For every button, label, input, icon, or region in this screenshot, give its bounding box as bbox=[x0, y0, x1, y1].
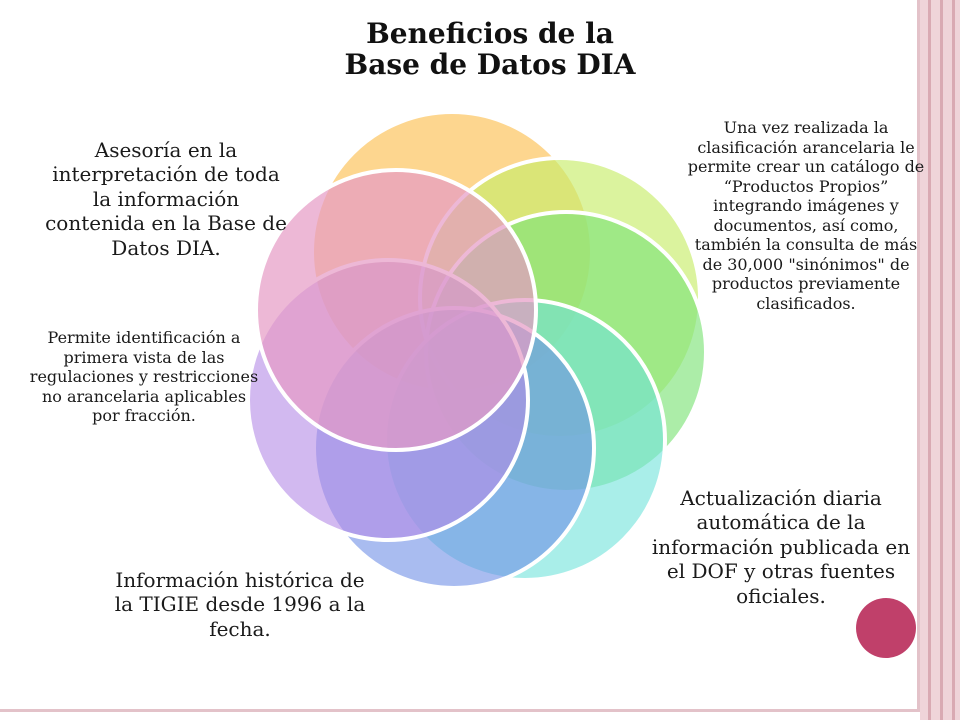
strip-line bbox=[940, 0, 943, 720]
benefit-label-catalogo: Una vez realizada la clasificación aranc… bbox=[687, 118, 925, 313]
diagram-title: Beneficios de la Base de Datos DIA bbox=[344, 17, 636, 82]
benefit-label-regulaciones: Permite identificación a primera vista d… bbox=[29, 328, 259, 426]
accent-dot bbox=[856, 598, 916, 658]
strip-line bbox=[928, 0, 931, 720]
strip-line bbox=[952, 0, 955, 720]
circle-pink bbox=[254, 168, 538, 452]
side-decoration-strip bbox=[920, 0, 960, 720]
slide-frame bbox=[0, 0, 920, 712]
benefit-label-actualizacion: Actualización diaria automática de la in… bbox=[651, 486, 911, 608]
benefit-label-historica: Información histórica de la TIGIE desde … bbox=[114, 568, 366, 641]
benefit-label-asesoria: Asesoría en la interpretación de toda la… bbox=[45, 138, 287, 260]
